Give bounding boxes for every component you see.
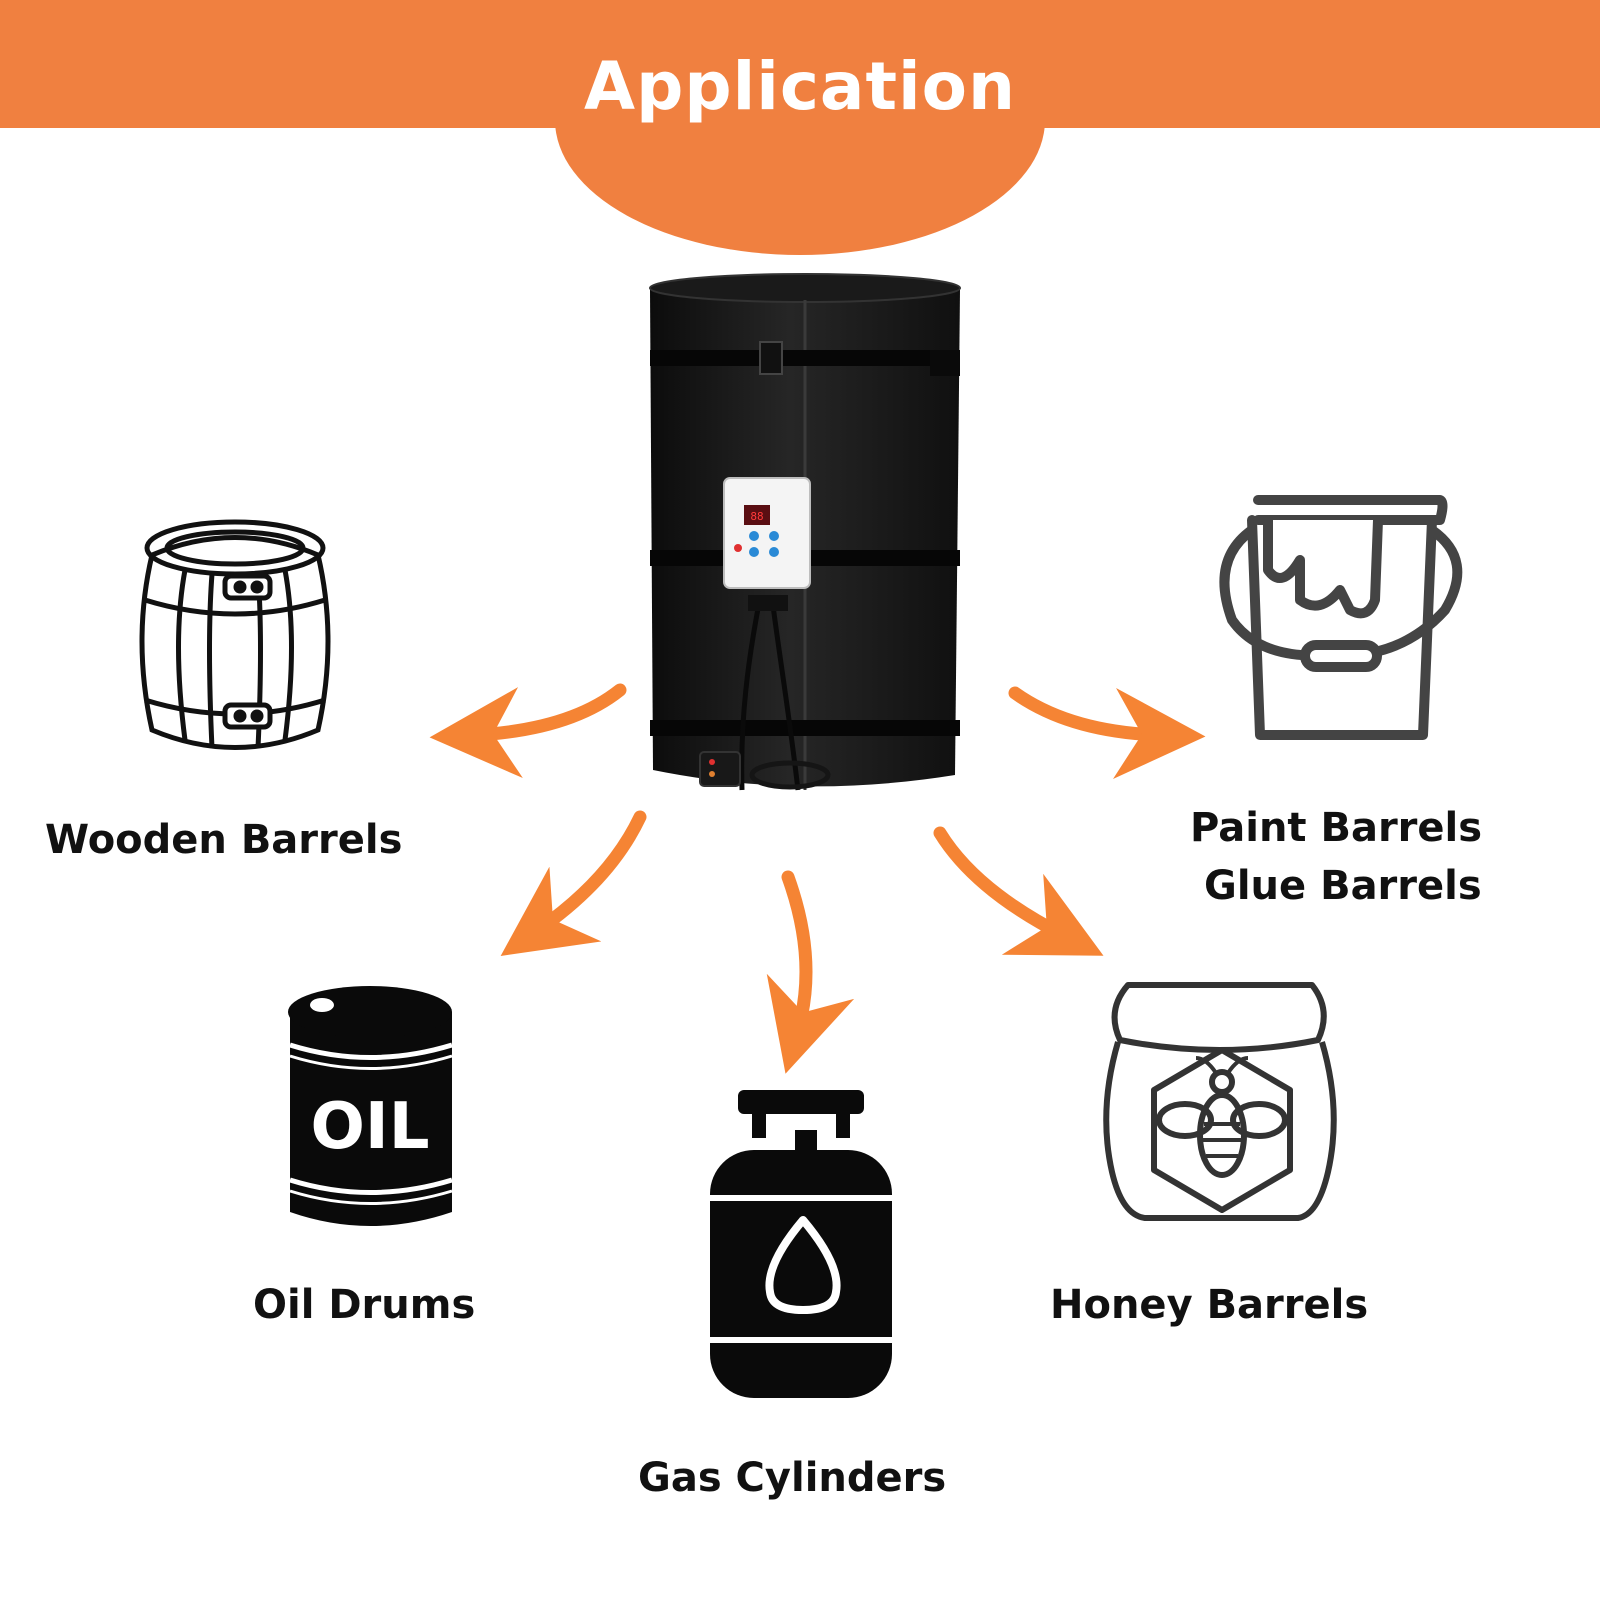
- arrows: [429, 683, 1206, 1074]
- oil-drum-icon: OIL: [288, 986, 453, 1226]
- honey-jar-icon: [1103, 982, 1337, 1221]
- digital-thermostat-controller: 88: [723, 477, 811, 611]
- paint-bucket-icon: [1219, 495, 1463, 740]
- svg-text:88: 88: [750, 510, 763, 523]
- arrow-to-wooden-barrels: [429, 683, 627, 779]
- arrow-to-gas-cylinders: [766, 870, 855, 1074]
- page-title: Application: [584, 48, 1016, 125]
- label-oil-drums: Oil Drums: [253, 1282, 476, 1328]
- oil-drum-icon-text: OIL: [311, 1090, 430, 1164]
- arrow-to-oil-drums: [500, 810, 647, 956]
- label-honey-barrels: Honey Barrels: [1050, 1282, 1369, 1328]
- wooden-barrel-icon: [139, 519, 331, 750]
- arrow-to-honey-barrels: [933, 826, 1104, 956]
- label-glue-barrels: Glue Barrels: [1204, 863, 1482, 909]
- arrow-to-paint-barrels: [1008, 686, 1206, 779]
- label-gas-cylinders: Gas Cylinders: [638, 1455, 947, 1501]
- gas-cylinder-icon: [710, 1090, 892, 1398]
- header-banner: [0, 0, 1600, 255]
- label-wooden-barrels: Wooden Barrels: [45, 817, 403, 863]
- label-paint-barrels: Paint Barrels: [1190, 805, 1483, 851]
